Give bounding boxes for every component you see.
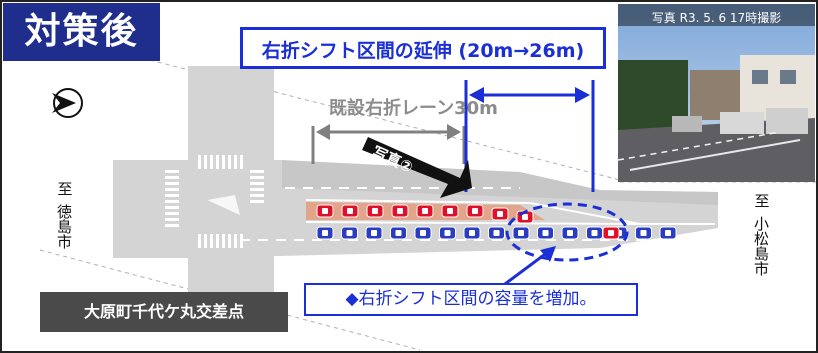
car-window: [542, 230, 549, 236]
car-window: [322, 230, 328, 236]
car-window: [444, 230, 451, 236]
car-window: [665, 230, 671, 236]
photo-scene: [618, 4, 815, 182]
direction-right-destination: 小松島市: [752, 216, 770, 276]
car-window: [371, 230, 377, 236]
car-window: [447, 208, 453, 214]
car-window: [397, 208, 403, 214]
after-measures-badge: 対策後: [3, 3, 160, 61]
car-window: [608, 230, 614, 236]
car-window: [347, 208, 353, 214]
capacity-highlight-ellipse: [505, 202, 629, 262]
car-window: [472, 208, 478, 214]
car-window: [522, 214, 528, 220]
car-window: [322, 208, 328, 214]
dimension-arrow-icon: [311, 124, 466, 164]
car-window: [395, 230, 402, 236]
car-window: [422, 208, 428, 214]
intersection-name-box: 大原町千代ケ丸交差点: [40, 292, 288, 332]
car-window: [567, 230, 573, 236]
car-window: [497, 211, 503, 217]
car-window: [469, 230, 475, 236]
queued-cars-red-row: [316, 204, 534, 224]
headline-extension-box: 右折シフト区間の延伸 (20m→26m): [240, 27, 606, 69]
car-window: [591, 230, 598, 236]
direction-right-to: 至: [754, 192, 770, 210]
pointer-arrow-icon: [504, 246, 556, 286]
direction-left-destination: 徳島市: [55, 204, 73, 249]
existing-lane-label: 既設右折レーン30m: [329, 98, 498, 119]
car-window: [346, 230, 353, 236]
car-window: [518, 230, 524, 236]
photo-caption: 写真 R3. 5. 6 17時撮影: [651, 11, 782, 25]
car-window: [372, 208, 378, 214]
queued-cars-blue-row: [316, 226, 677, 240]
compass-arrow-icon: [52, 88, 83, 118]
capacity-increase-box: ◆右折シフト区間の容量を増加。: [304, 283, 638, 316]
car-window: [420, 230, 426, 236]
car-window: [640, 230, 647, 236]
car-window: [493, 230, 500, 236]
direction-left-to: 至: [57, 180, 73, 198]
photo-direction-arrow-icon: [362, 137, 472, 198]
